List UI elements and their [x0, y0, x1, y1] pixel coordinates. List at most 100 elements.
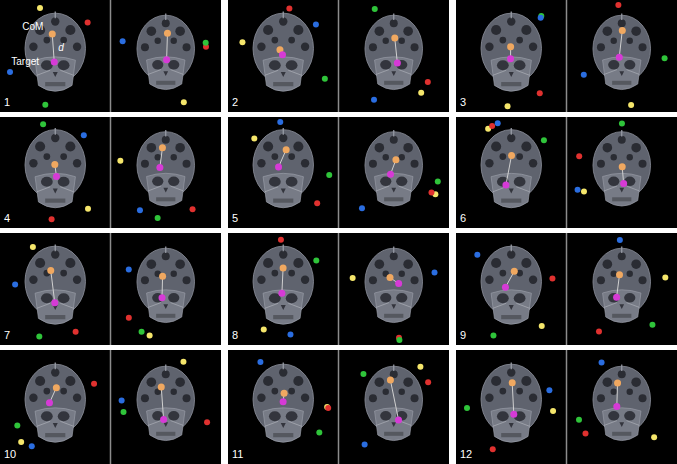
electrode-dot — [550, 408, 556, 414]
target-dot — [613, 403, 620, 410]
distance-line — [512, 383, 514, 414]
com-dot — [159, 273, 166, 280]
panel-ground — [456, 0, 677, 112]
com-dot — [614, 379, 621, 386]
electrode-dot — [539, 323, 545, 329]
electrode-dot — [505, 103, 511, 109]
com-dot — [387, 377, 394, 384]
skull-render — [365, 14, 423, 90]
electrode-dot — [662, 275, 668, 281]
electrode-dot — [261, 327, 267, 333]
electrode-dot — [425, 79, 431, 85]
electrode-dot — [12, 282, 18, 288]
skull-render — [253, 11, 313, 91]
electrode-dot — [432, 269, 438, 275]
skull-render — [25, 244, 85, 324]
target-dot — [156, 164, 163, 171]
com-dot — [387, 274, 394, 281]
skull-render — [593, 365, 651, 441]
target-dot — [159, 294, 166, 301]
electrode-dot — [490, 446, 496, 452]
divider — [110, 117, 112, 228]
com-dot — [619, 163, 626, 170]
panel-number: 6 — [460, 213, 466, 224]
electrode-dot — [137, 207, 143, 213]
target-dot — [394, 60, 401, 67]
distance-line — [52, 34, 54, 62]
electrode-dot — [322, 76, 328, 82]
panel — [0, 0, 221, 112]
target-dot — [278, 290, 285, 297]
panel-ground — [456, 233, 677, 345]
electrode-dot — [147, 333, 153, 339]
distance-line — [619, 30, 622, 57]
distance-line — [616, 383, 618, 407]
skull-render — [593, 130, 651, 206]
electrode-dot — [418, 90, 424, 96]
divider — [338, 350, 340, 464]
electrode-dot — [326, 172, 332, 178]
electrode-dot — [91, 381, 97, 387]
electrode-dot — [316, 430, 322, 436]
skull-render — [481, 11, 541, 91]
distance-line — [282, 268, 283, 293]
electrode-dot — [313, 258, 319, 264]
divider — [566, 233, 568, 345]
panel-number: 4 — [4, 213, 10, 224]
divider — [338, 0, 340, 112]
target-dot — [387, 171, 394, 178]
skull-render — [365, 247, 423, 323]
skull-render — [137, 130, 195, 206]
panel-ground — [228, 117, 449, 228]
electrode-dot — [617, 237, 623, 243]
panel-number: 8 — [232, 330, 238, 341]
com-dot — [511, 268, 518, 275]
com-dot — [281, 390, 288, 397]
target-dot — [53, 173, 60, 180]
electrode-dot — [619, 120, 625, 126]
electrode-dot — [37, 5, 43, 11]
electrode-dot — [121, 409, 127, 415]
electrode-dot — [495, 120, 501, 126]
target-dot — [510, 411, 517, 418]
panel-number: 5 — [232, 213, 238, 224]
panel-number: 9 — [460, 330, 466, 341]
panel-ground — [0, 117, 221, 228]
electrode-dot — [203, 40, 209, 46]
panel — [456, 117, 677, 228]
electrode-dot — [139, 329, 145, 335]
skull-render — [25, 128, 85, 208]
skull-render — [593, 247, 651, 323]
electrode-dot — [360, 371, 366, 377]
com-dot — [158, 384, 165, 391]
target-dot — [46, 399, 53, 406]
electrode-dot — [417, 364, 423, 370]
electrode-dot — [251, 135, 257, 141]
panel-ground — [228, 350, 449, 464]
panel — [456, 350, 677, 464]
electrode-dot — [599, 359, 605, 365]
com-dot — [51, 161, 58, 168]
com-dot — [392, 156, 399, 163]
panel — [0, 117, 221, 228]
com-dot — [49, 31, 56, 38]
electrode-dot — [126, 315, 132, 321]
panel-ground — [0, 350, 221, 464]
electrode-dot — [425, 379, 431, 385]
target-dot — [275, 164, 282, 171]
electrode-dot — [428, 189, 434, 195]
electrode-dot — [286, 5, 292, 11]
distance-line — [390, 380, 398, 420]
skull-render — [365, 130, 423, 206]
target-dot — [613, 294, 620, 301]
electrode-dot — [576, 153, 582, 159]
electrode-dot — [371, 97, 377, 103]
target-dot — [395, 280, 402, 287]
panel-number: 7 — [4, 330, 10, 341]
target-dot — [507, 55, 514, 62]
target-dot — [395, 416, 402, 423]
panel-ground — [228, 0, 449, 112]
electrode-dot — [180, 359, 186, 365]
electrode-dot — [119, 398, 125, 404]
panel — [456, 0, 677, 112]
